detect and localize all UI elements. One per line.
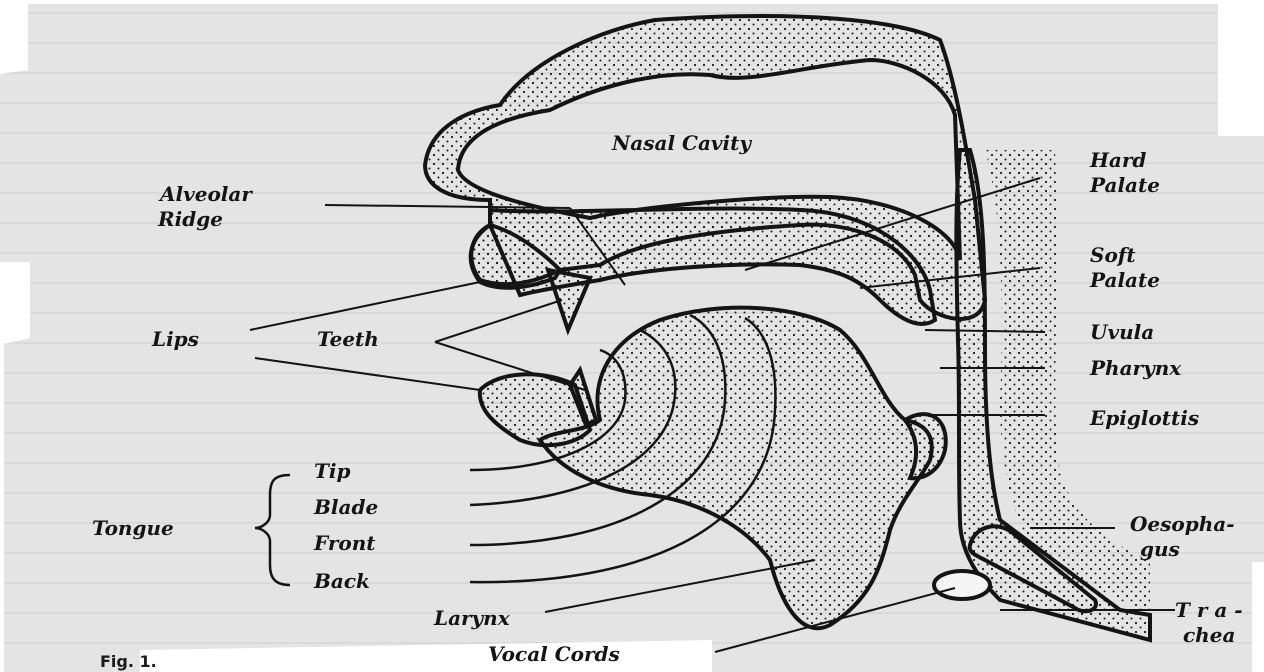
label-soft-palate-line-2: Palate bbox=[1090, 268, 1160, 293]
label-teeth: Teeth bbox=[317, 327, 379, 352]
label-larynx: Larynx bbox=[434, 606, 510, 631]
label-trachea-line-2: chea bbox=[1183, 623, 1235, 648]
label-nasal-cavity: Nasal Cavity bbox=[612, 131, 751, 156]
label-trachea-line-1: T r a - bbox=[1175, 598, 1243, 623]
label-soft-palate-line-1: Soft bbox=[1090, 243, 1136, 268]
label-vocal-cords: Vocal Cords bbox=[488, 642, 620, 667]
label-hard-palate-line-1: Hard bbox=[1090, 148, 1146, 173]
label-alveolar-ridge-line-2: Ridge bbox=[158, 207, 223, 232]
label-tongue-front: Front bbox=[314, 531, 376, 556]
label-lips: Lips bbox=[152, 327, 199, 352]
label-uvula: Uvula bbox=[1090, 320, 1154, 345]
label-oesophagus-line-2: gus bbox=[1140, 537, 1180, 562]
label-tongue-back: Back bbox=[314, 569, 370, 594]
label-hard-palate-line-2: Palate bbox=[1090, 173, 1160, 198]
vocal-cords-ring bbox=[934, 571, 990, 599]
label-pharynx: Pharynx bbox=[1090, 356, 1181, 381]
label-tongue-blade: Blade bbox=[314, 495, 378, 520]
label-epiglottis: Epiglottis bbox=[1090, 406, 1199, 431]
label-tongue: Tongue bbox=[92, 516, 174, 541]
label-alveolar-ridge-line-1: Alveolar bbox=[160, 182, 252, 207]
label-oesophagus-line-1: Oesopha- bbox=[1130, 512, 1235, 537]
figure-caption: Fig. 1. bbox=[100, 652, 157, 671]
label-tongue-tip: Tip bbox=[314, 459, 350, 484]
